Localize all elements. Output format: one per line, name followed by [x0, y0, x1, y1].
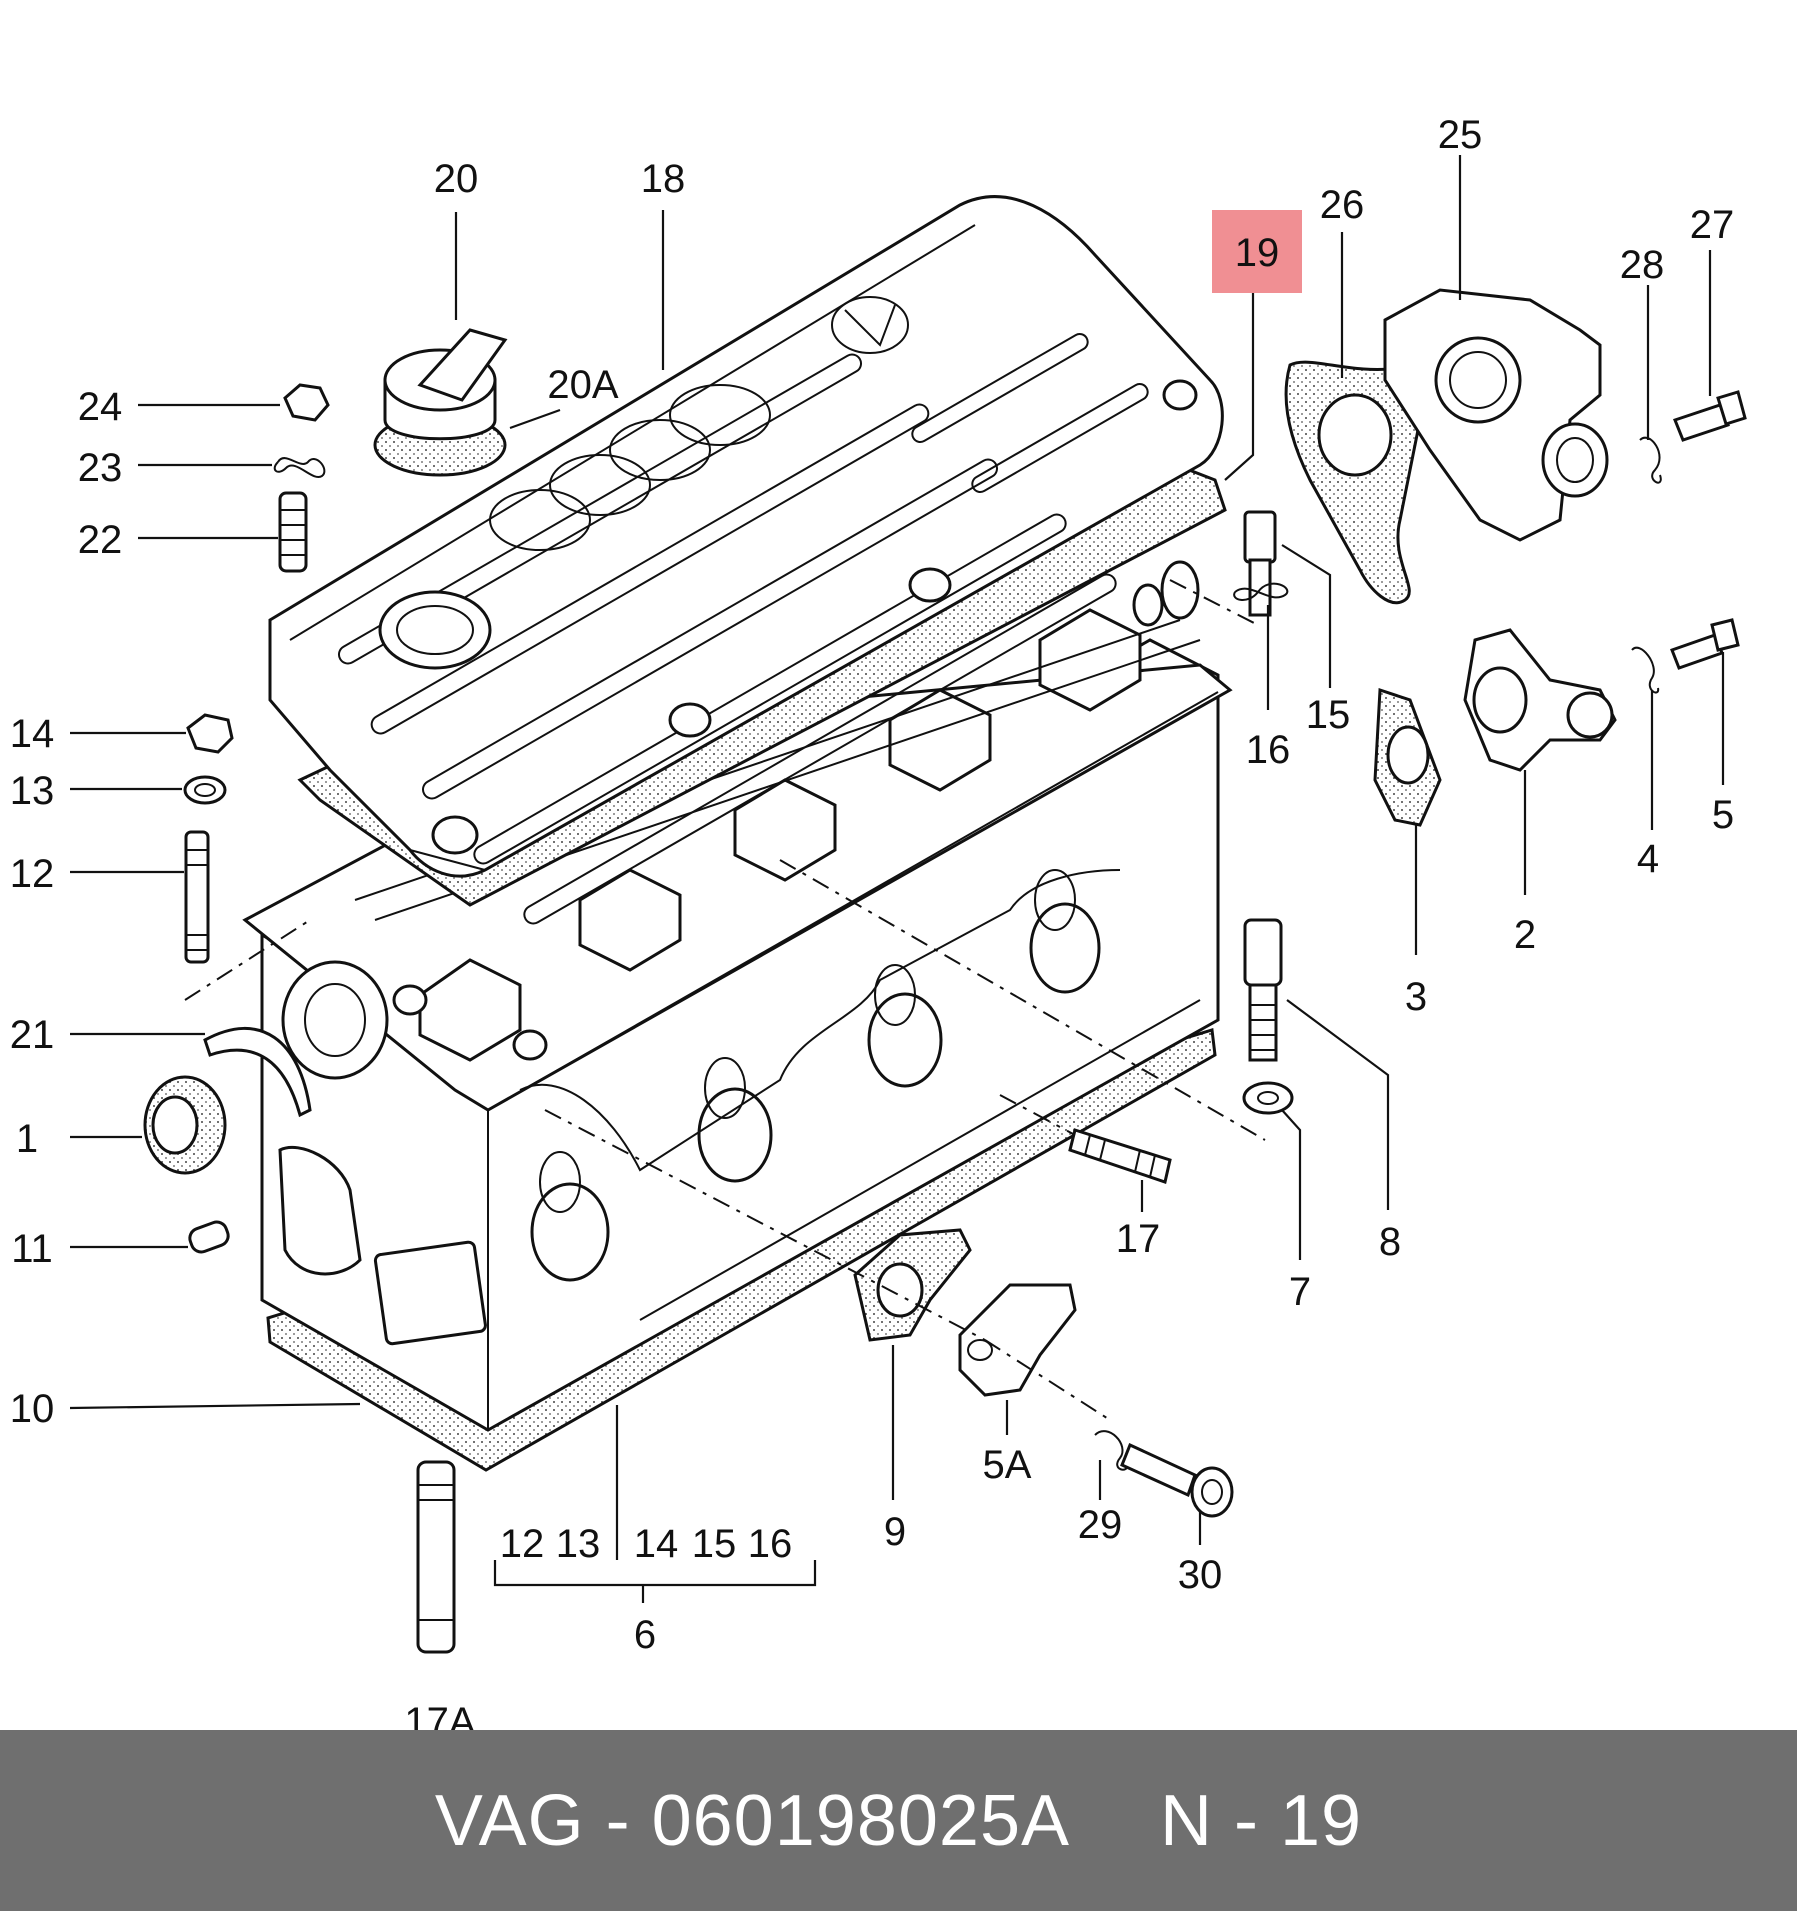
intake-ports: [519, 869, 1201, 1321]
stud-22: [278, 491, 308, 573]
label-8: 8: [1379, 1220, 1401, 1264]
washer-13: [183, 775, 227, 805]
group-label-13: 13: [556, 1522, 601, 1566]
cylinder-head: [242, 560, 1233, 1472]
label-13: 13: [10, 769, 55, 813]
label-20a: 20A: [547, 363, 618, 407]
label-16: 16: [1246, 728, 1291, 772]
label-22: 22: [78, 518, 123, 562]
label-27: 27: [1690, 203, 1735, 247]
group-label-16: 16: [748, 1522, 793, 1566]
label-17a: 17A: [404, 1700, 475, 1730]
label-1: 1: [16, 1117, 38, 1161]
leader-lines: [69, 155, 1725, 1603]
group-label-14: 14: [634, 1522, 679, 1566]
label-14: 14: [10, 712, 55, 756]
bolt-8: [1243, 918, 1283, 987]
cover-5a: [958, 1283, 1077, 1397]
flange-2: [1463, 628, 1617, 772]
label-25: 25: [1438, 113, 1483, 157]
label-24: 24: [78, 385, 123, 429]
washer-7: [1242, 1081, 1294, 1115]
callout-labels: 20 18 19 26 25 27 28 20A 24 23 22 14 13 …: [10, 113, 1735, 1730]
label-5: 5: [1712, 793, 1734, 837]
washer-4: [1631, 646, 1660, 694]
label-15: 15: [1306, 693, 1351, 737]
washer-16: [1233, 582, 1289, 601]
label-4: 4: [1637, 837, 1659, 881]
label-29: 29: [1078, 1503, 1123, 1547]
bracket-21: [203, 1027, 312, 1118]
vw-emblem: [831, 296, 909, 354]
label-7: 7: [1289, 1270, 1311, 1314]
valve-cover-fins: [337, 332, 1149, 925]
washer-28: [1639, 436, 1662, 484]
part-number-footer: VAG - 060198025A N - 19: [0, 1730, 1797, 1911]
group-label-15: 15: [692, 1522, 737, 1566]
washer-29: [1094, 1430, 1130, 1471]
label-17: 17: [1116, 1217, 1161, 1261]
part-number-text: VAG - 060198025A: [434, 1780, 1071, 1861]
label-9: 9: [884, 1510, 906, 1554]
label-11: 11: [11, 1227, 53, 1271]
bolt-15-shank: [1248, 558, 1272, 617]
position-text: N - 19: [1160, 1780, 1363, 1861]
four-rings-logo: [489, 384, 771, 551]
highlight-box-19: [1212, 210, 1302, 293]
group-label-12: 12: [500, 1522, 545, 1566]
label-5a: 5A: [983, 1443, 1032, 1487]
label-10: 10: [10, 1387, 55, 1431]
dowel-11: [188, 1220, 230, 1254]
label-3: 3: [1405, 975, 1427, 1019]
label-6: 6: [634, 1613, 656, 1657]
oil-filler-cap: [373, 328, 508, 477]
label-12: 12: [10, 852, 55, 896]
label-28: 28: [1620, 243, 1665, 287]
label-21: 21: [10, 1013, 55, 1057]
stud-17: [1068, 1128, 1172, 1184]
label-2: 2: [1514, 913, 1536, 957]
spring-washer-23: [273, 457, 326, 478]
nut-14: [186, 713, 234, 754]
nut-24: [283, 383, 330, 422]
right-parts: [853, 288, 1747, 1518]
label-30: 30: [1178, 1553, 1223, 1597]
valve-guide-17a: [416, 1460, 456, 1654]
left-parts: [143, 383, 456, 1654]
label-26: 26: [1320, 183, 1365, 227]
stud-12: [184, 830, 210, 964]
oil-filler-neck: [378, 590, 492, 670]
exploded-engine-diagram: 20 18 19 26 25 27 28 20A 24 23 22 14 13 …: [10, 113, 1747, 1730]
bolt-15: [1243, 510, 1277, 564]
label-18: 18: [641, 157, 686, 201]
label-23: 23: [78, 446, 123, 490]
label-20: 20: [434, 157, 479, 201]
bolt-30: [1120, 1442, 1197, 1498]
valve-cover: [268, 195, 1227, 925]
camshaft-journals: [354, 608, 1201, 1062]
label-19: 19: [1235, 231, 1280, 275]
assembly-lines: [184, 579, 1266, 1421]
bolt-27: [1673, 403, 1730, 442]
